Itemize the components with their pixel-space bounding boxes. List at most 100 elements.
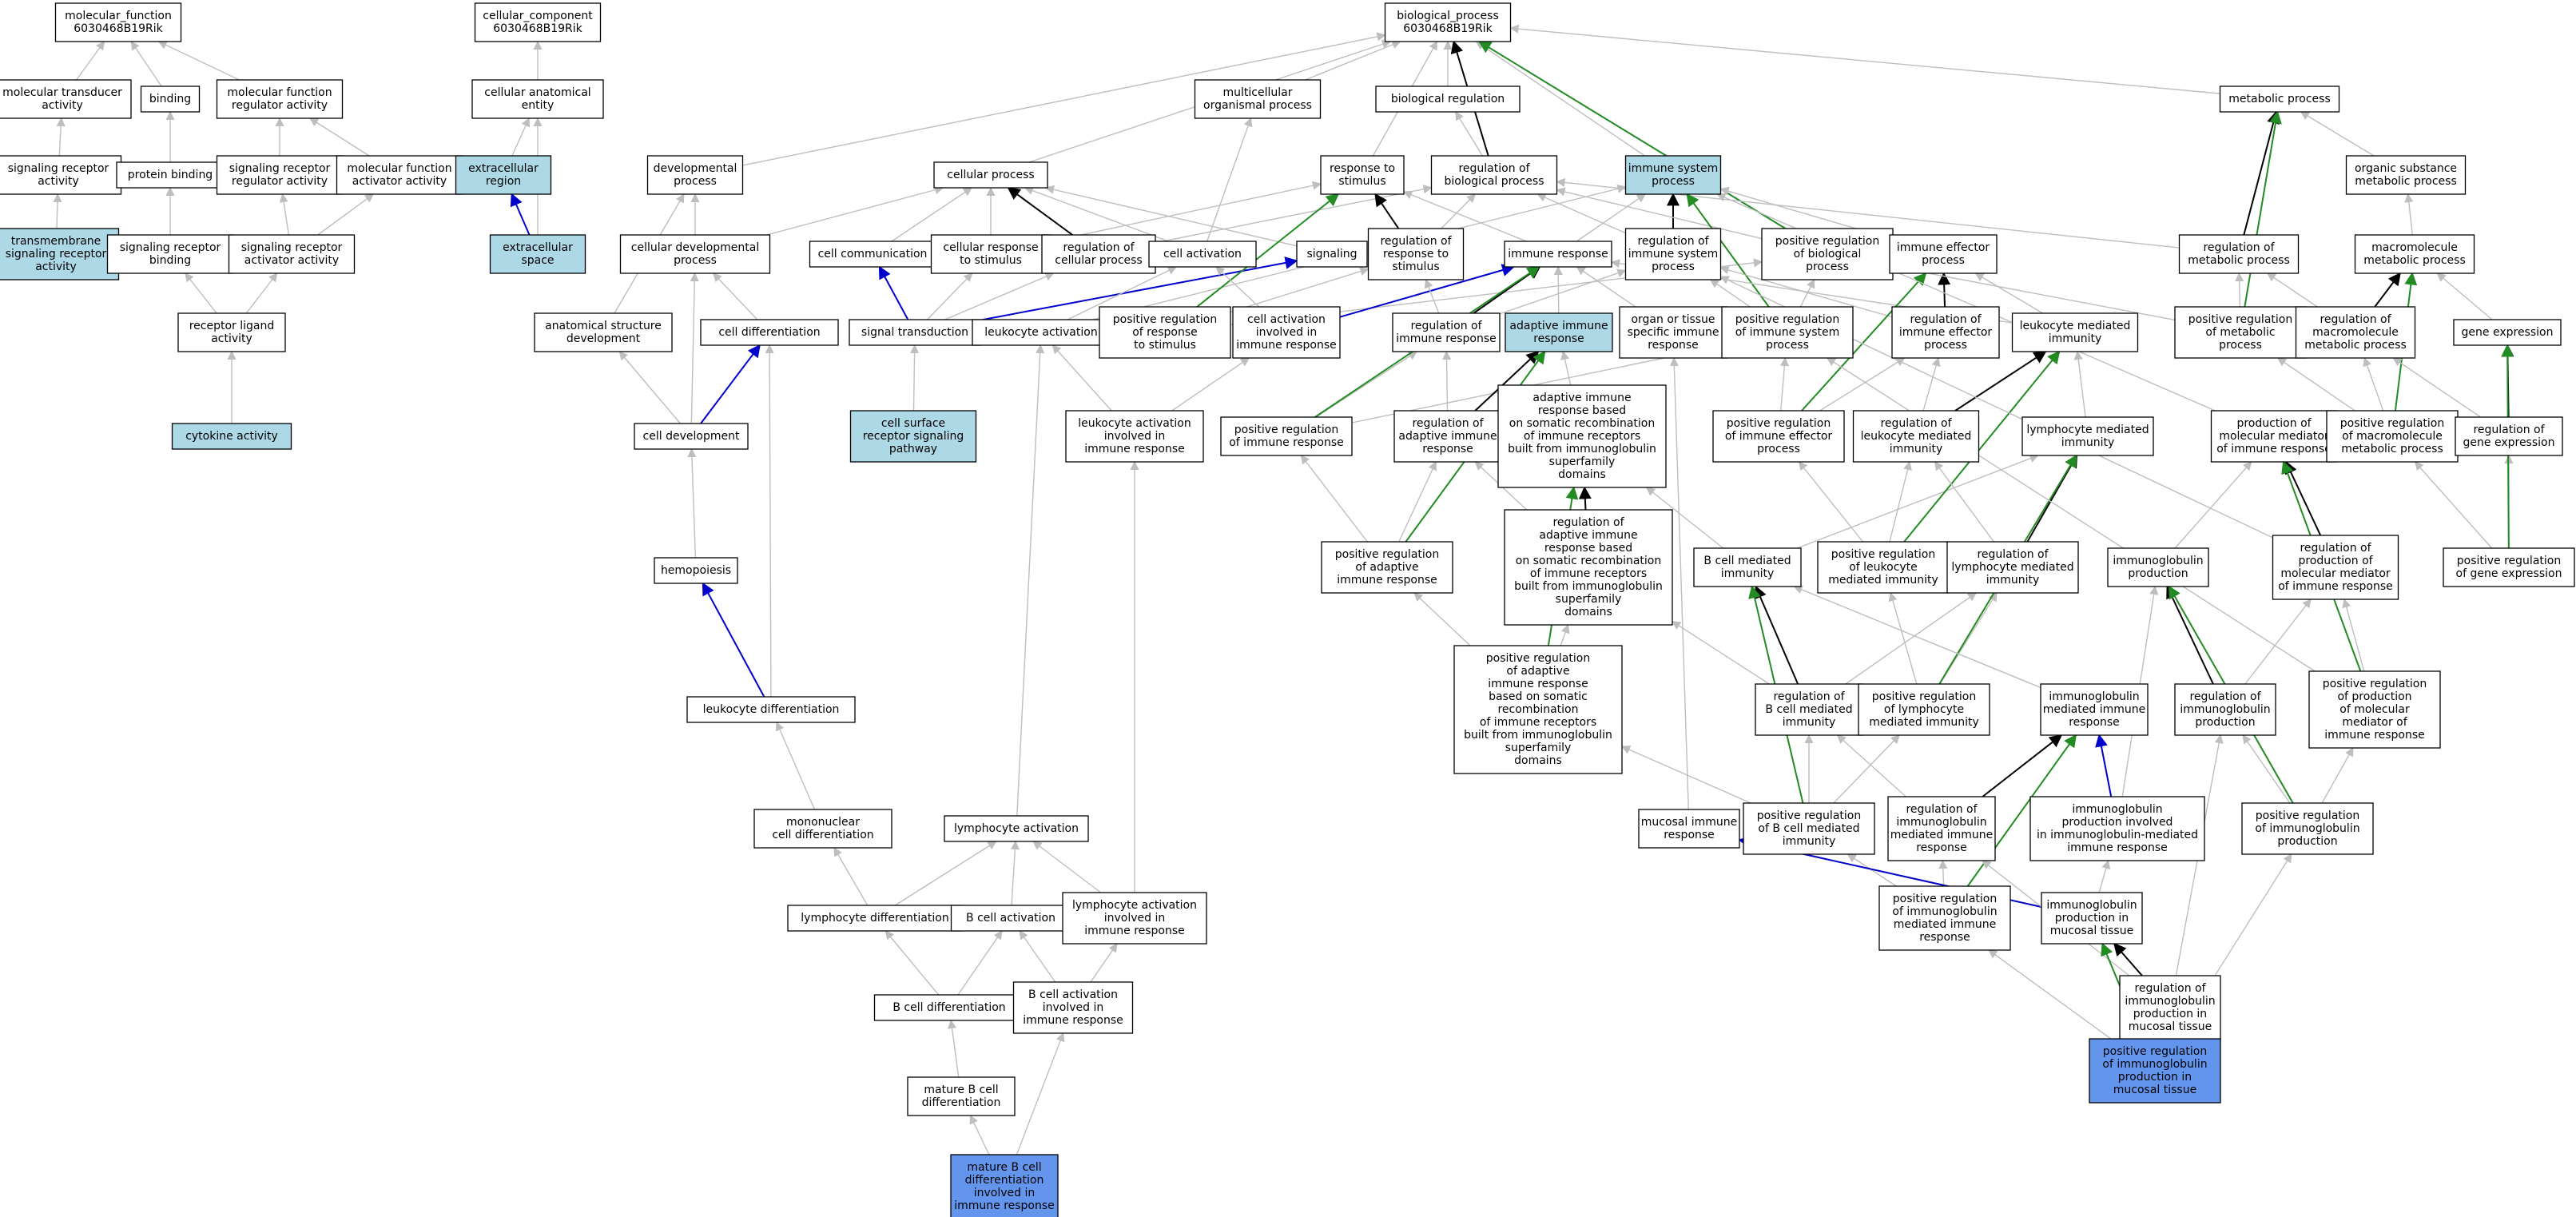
go-term-node-hemo[interactable]: hemopoiesis [654,557,738,584]
go-term-node-lymphact[interactable]: lymphocyte activation [944,815,1089,842]
go-term-node-cellproc[interactable]: cellular process [933,161,1048,189]
go-term-node-signaling[interactable]: signaling [1296,241,1368,268]
go-term-node-bcellact[interactable]: B cell activation [950,905,1071,932]
go-term-node-immresp[interactable]: immune response [1504,241,1612,268]
go-term-node-meta[interactable]: metabolic process [2219,86,2340,113]
go-term-node-lymphdiff[interactable]: lymphocyte differentiation [787,905,963,932]
go-term-node-bioreg[interactable]: biological regulation [1375,86,1521,113]
go-term-node-leukact[interactable]: leukocyte activation [972,319,1111,346]
go-term-node-celldiff[interactable]: cell differentiation [700,319,839,346]
go-term-node-geneexp[interactable]: gene expression [2453,319,2562,346]
go-term-node-cytokine[interactable]: cytokine activity [171,423,292,450]
go-term-node-binding[interactable]: binding [140,86,201,113]
go-term-node-protbind[interactable]: protein binding [116,161,225,189]
go-term-node-leukdiff[interactable]: leukocyte differentiation [686,696,856,723]
go-term-node-cellact[interactable]: cell activation [1148,241,1257,268]
go-term-node-celldev[interactable]: cell development [634,423,749,450]
go-term-node-sigtrans[interactable]: signal transduction [849,319,981,346]
go-term-node-bcelldiff[interactable]: B cell differentiation [873,994,1025,1021]
